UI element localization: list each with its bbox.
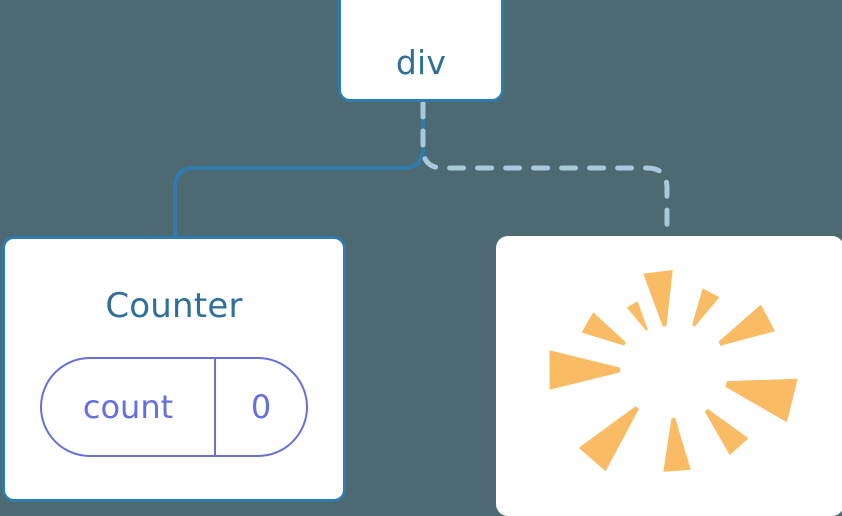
burst-ray — [704, 408, 749, 456]
sparkle-burst-icon — [549, 270, 798, 472]
node-div[interactable]: div — [338, 0, 504, 102]
burst-ray — [663, 417, 691, 472]
prop-value: 0 — [214, 359, 306, 455]
burst-ray — [725, 378, 798, 423]
node-rerender-burst[interactable] — [496, 236, 842, 516]
burst-ray — [581, 312, 626, 346]
burst-ray — [578, 406, 639, 472]
node-div-label: div — [395, 43, 447, 82]
burst-ray — [692, 288, 720, 327]
prop-pill-count[interactable]: count 0 — [40, 357, 308, 457]
node-counter-label: Counter — [105, 286, 243, 326]
burst-ray — [549, 350, 621, 390]
burst-ray — [643, 270, 673, 327]
burst-ray — [718, 304, 776, 346]
edge-root-counter — [173, 99, 425, 240]
node-counter[interactable]: Counter count 0 — [2, 236, 346, 502]
prop-key: count — [82, 388, 174, 426]
edge-root-rerender — [420, 98, 670, 241]
burst-ray — [626, 301, 648, 331]
